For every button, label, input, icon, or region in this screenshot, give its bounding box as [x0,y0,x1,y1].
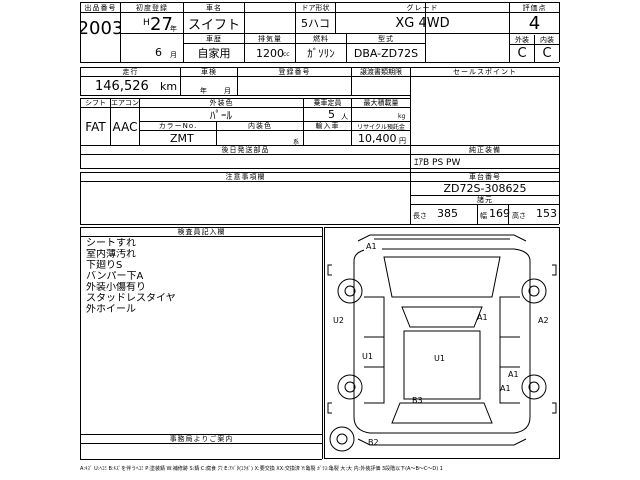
exterior-grade: C [517,46,527,61]
inspection-month: 月 [224,87,231,95]
inspection-label: 車検 [201,68,217,76]
damage-mark: B3 [412,396,423,405]
inspector-note: 室内薄汚れ [86,249,136,260]
chassis-number: ZD72S-308625 [443,182,527,195]
door-label: ドア形状 [301,3,330,12]
inspector-note: バンパー下A [86,271,144,282]
inspector-label: 検査員記入欄 [177,228,226,236]
inspector-note: 下廻りS [86,260,123,271]
width-label: 幅 [480,212,487,220]
transfer-doc-label: 譲渡書類期限 [360,68,402,76]
usage: 自家用 [197,47,231,60]
color-label: 外装色 [209,99,234,107]
inspector-note: シートすれ [86,238,136,249]
reg-year-unit: 年 [170,25,177,33]
reg-month: 6 [155,46,162,59]
fuel: ｶﾞｿﾘﾝ [307,47,335,60]
length-label: 長さ [413,212,427,220]
mileage-unit: km [160,79,178,93]
dims-label: 諸元 [477,196,493,204]
aircon-label: エアコン [111,99,139,107]
lot-number: 2003 [81,17,120,39]
displacement: 1200 [256,46,284,60]
damage-mark: A1 [477,313,488,322]
aircon: AAC [112,119,138,134]
damage-mark: A1 [366,242,377,251]
recycle-deposit: 10,400 [358,131,397,145]
inspector-note: 外装小傷有り [86,282,146,293]
damage-mark: A2 [538,316,549,325]
chassis-label: 車台番号 [469,173,501,181]
exterior-label: 外装 [515,35,529,44]
mileage-label: 走行 [122,68,139,76]
grade: XG 4WD [395,15,450,31]
grade-label: グレード [406,3,439,12]
inspector-note: 外ホイール [86,304,136,315]
capacity: 5 [328,108,335,121]
reg-month-unit: 月 [170,51,177,59]
model-code: DBA-ZD72S [353,46,419,60]
interior-color-label: 内装色 [248,122,272,130]
door-type: 5ハコ [301,17,330,30]
height-label: 高さ [512,212,526,220]
displacement-unit: cc [283,51,290,58]
plate-label: 登録番号 [278,68,311,76]
damage-mark: U2 [333,316,344,325]
mileage: 146,526 [95,78,149,94]
equipment-label: 純正装備 [469,146,501,154]
sales-point-label: セールスポイント [453,68,517,76]
color-no: ZMT [170,131,194,145]
interior-label: 内装 [540,35,554,44]
inspection-year: 年 [200,87,207,95]
damage-mark: U1 [362,352,373,361]
score: 4 [528,12,541,34]
max-load-label: 最大積載量 [363,99,399,107]
recycle-label: リサイクル預託金 [357,123,405,131]
height: 153 [536,206,557,220]
later-parts-label: 後日発送部品 [221,146,270,154]
damage-mark: U1 [434,354,445,363]
car-damage-diagram: A1 U2 A1 A2 U1 U1 A1 A1 B3 B2 [324,227,560,459]
capacity-label: 乗車定員 [313,99,342,107]
inspector-note: スタッドレスタイヤ [86,293,176,304]
office-label: 事務局よりご案内 [169,435,234,443]
score-label: 評価点 [522,3,547,12]
equipment: ｴｱB PS PW [414,158,461,168]
displacement-label: 排気量 [258,34,282,43]
reg-year: 27 [150,14,173,35]
capacity-unit: 人 [341,113,348,121]
reg-era: H [143,18,150,28]
damage-mark: A1 [500,384,511,393]
color: ﾊﾟｰﾙ [210,108,232,122]
lot-label: 出品番号 [84,3,117,12]
interior-grade: C [542,46,552,61]
color-no-label: カラーNo. [158,122,198,130]
fuel-label: 燃料 [313,34,329,43]
width: 169 [489,206,510,220]
recycle-unit: 円 [399,137,406,145]
import-label: 輸入車 [315,122,340,130]
car-name-label: 車名 [206,3,222,12]
model-label: 型式 [378,34,394,43]
length: 385 [437,206,458,220]
caution-label: 注意事項欄 [225,173,266,181]
damage-mark: B2 [368,438,379,447]
usage-label: 車歴 [206,34,222,43]
shift: FAT [85,119,106,134]
first-reg-label: 初度登録 [136,3,168,12]
car-name: スイフト [187,17,240,33]
damage-mark: A1 [508,370,519,379]
max-load-unit: kg [398,113,406,120]
shift-label: シフト [85,99,106,107]
legend-footer: A:ｷｽﾞ U:ﾍｺﾐ B:ｷｽﾞを伴うﾍｺﾐ P:塗装錆 W:補修跡 S:錆 … [80,466,443,472]
interior-color-unit-mark: 系 [293,139,300,146]
